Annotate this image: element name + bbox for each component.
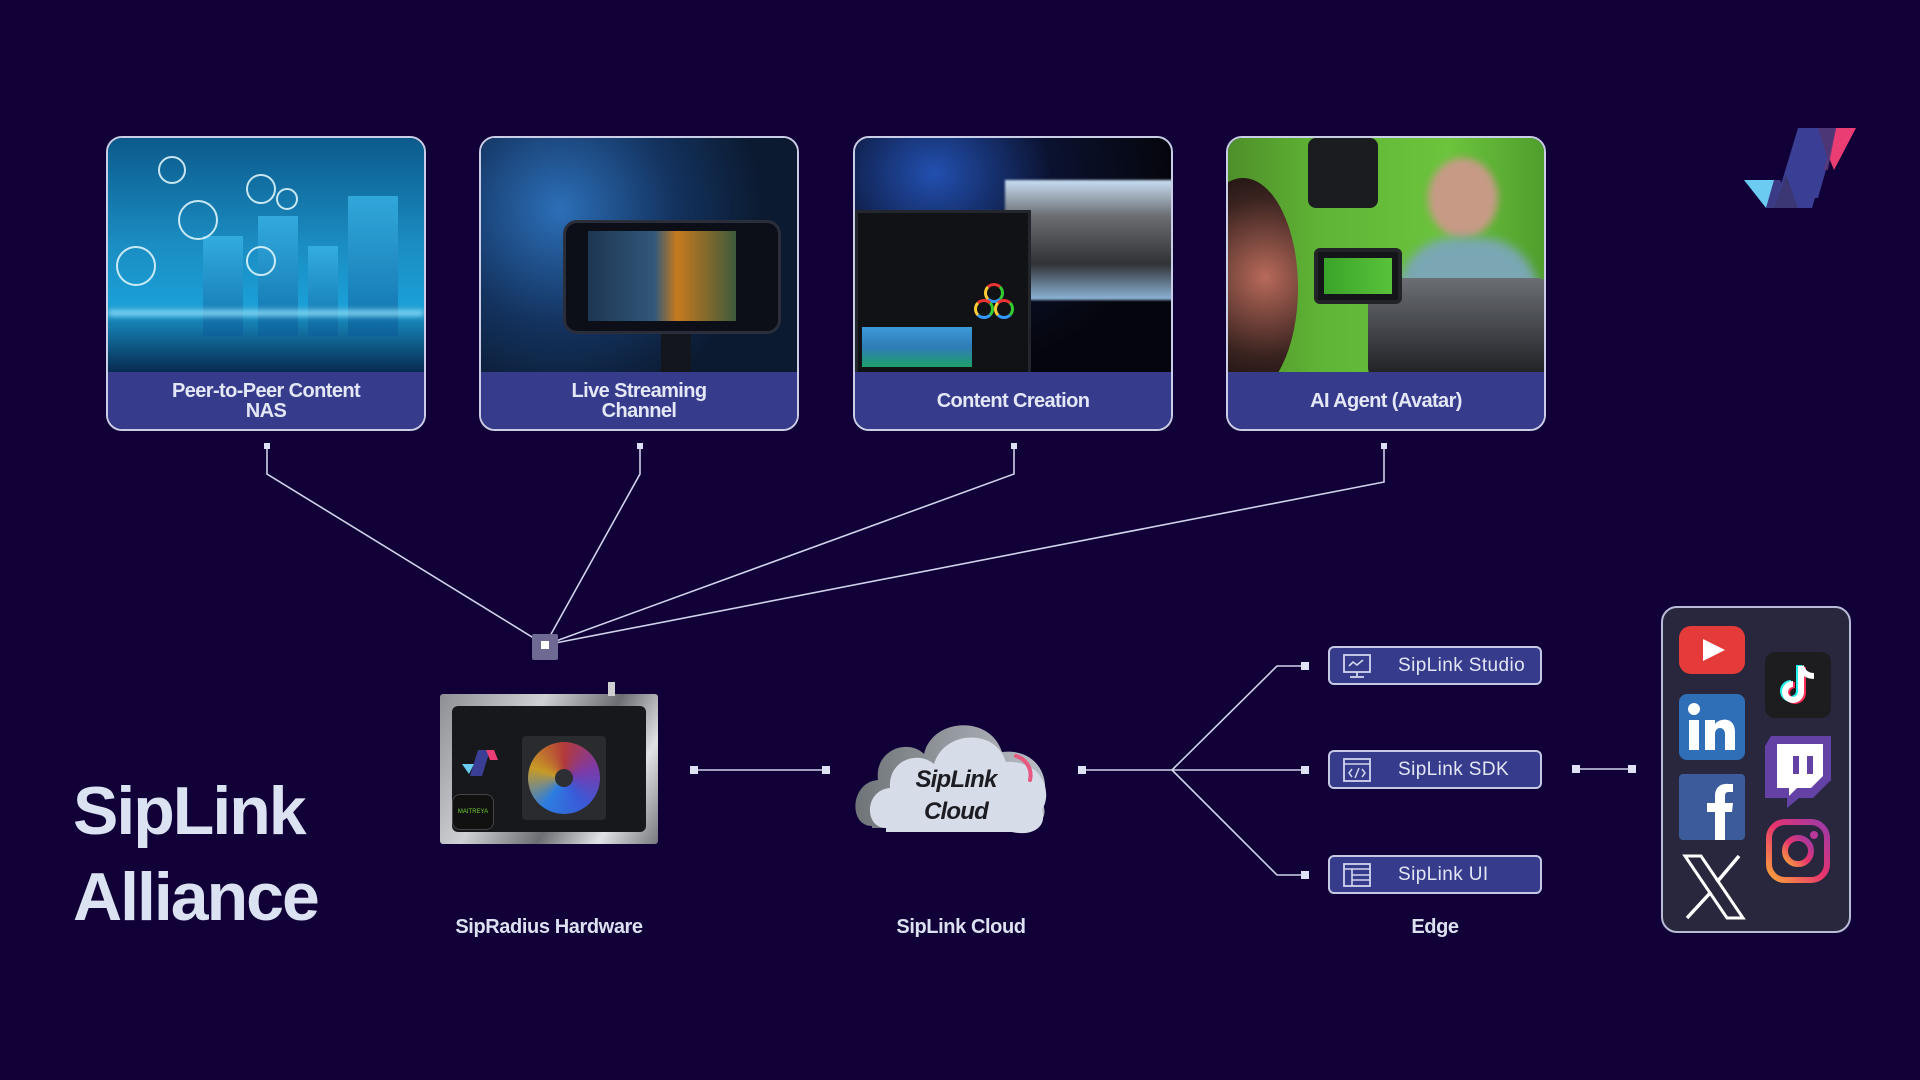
edge-item-label: SipLink SDK: [1398, 758, 1510, 780]
circuit-board: [452, 706, 646, 832]
wire-hub-ui: [1171, 769, 1305, 876]
edge-label: Edge: [1411, 916, 1459, 938]
layout-window-icon: [1343, 862, 1371, 887]
wire-node: [1572, 765, 1580, 773]
linkedin-icon[interactable]: [1679, 694, 1745, 760]
cloud-icon: [855, 725, 1047, 834]
phone-streaming-photo: [481, 138, 797, 376]
use-case-label: Live Streaming Channel: [481, 372, 797, 429]
edge-item-siplink-sdk[interactable]: SipLink SDK: [1328, 750, 1542, 789]
wire-node: [1301, 766, 1309, 774]
device-badge: MAITREYA: [452, 794, 494, 830]
wire-content: [544, 446, 1015, 646]
use-case-card-live-streaming[interactable]: Live Streaming Channel: [479, 136, 799, 431]
use-case-label: Content Creation: [855, 372, 1171, 429]
page-title: SipLink Alliance: [73, 768, 320, 940]
sipradius-hardware-device[interactable]: MAITREYA: [440, 682, 658, 844]
green-screen-camera-photo: [1228, 138, 1544, 376]
use-case-label: Peer-to-Peer Content NAS: [108, 372, 424, 429]
cooling-fan: [522, 736, 606, 820]
title-line-2: Alliance: [73, 859, 320, 935]
use-case-label: AI Agent (Avatar): [1228, 372, 1544, 429]
wire-node: [690, 766, 698, 774]
network-city-photo: [108, 138, 424, 376]
use-case-card-content-creation[interactable]: Content Creation: [853, 136, 1173, 431]
x-icon[interactable]: [1681, 854, 1747, 920]
tiktok-icon[interactable]: [1765, 652, 1831, 718]
use-case-card-ai-agent[interactable]: AI Agent (Avatar): [1226, 136, 1546, 431]
title-line-1: SipLink: [73, 773, 307, 849]
twitch-icon[interactable]: [1765, 736, 1831, 808]
edge-item-siplink-studio[interactable]: SipLink Studio: [1328, 646, 1542, 685]
wire-node: [1381, 443, 1387, 449]
wire-node: [1011, 443, 1017, 449]
edge-item-siplink-ui[interactable]: SipLink UI: [1328, 855, 1542, 894]
hub-junction: [541, 641, 549, 649]
wire-streaming: [544, 446, 641, 646]
edge-item-label: SipLink Studio: [1398, 654, 1526, 676]
cloud-label: SipLink Cloud: [896, 916, 1026, 938]
wire-nas: [266, 446, 546, 646]
wire-node: [1078, 766, 1086, 774]
wire-node: [264, 443, 270, 449]
wire-node: [1301, 662, 1309, 670]
facebook-icon[interactable]: [1679, 774, 1745, 840]
wire-ai: [544, 446, 1385, 646]
hardware-label: SipRadius Hardware: [455, 916, 643, 938]
wire-node: [1628, 765, 1636, 773]
wire-node: [1301, 871, 1309, 879]
wire-node: [637, 443, 643, 449]
wire-hub-studio: [1171, 665, 1305, 771]
edge-item-label: SipLink UI: [1398, 863, 1489, 885]
use-case-card-nas[interactable]: Peer-to-Peer Content NAS: [106, 136, 426, 431]
cloud-inner-text: SipLink Cloud: [915, 766, 997, 825]
code-window-icon: [1343, 757, 1371, 782]
instagram-icon[interactable]: [1765, 818, 1831, 884]
wire-node: [822, 766, 830, 774]
siplink-logo-icon: [1744, 128, 1856, 208]
social-platforms-panel: [1661, 606, 1851, 933]
video-editing-photo: [855, 138, 1171, 376]
siplink-cloud-node[interactable]: SipLink Cloud: [852, 694, 1060, 844]
mini-logo-icon: [462, 750, 498, 776]
youtube-icon[interactable]: [1679, 626, 1745, 678]
monitor-chart-icon: [1343, 653, 1371, 678]
antenna: [608, 682, 615, 696]
